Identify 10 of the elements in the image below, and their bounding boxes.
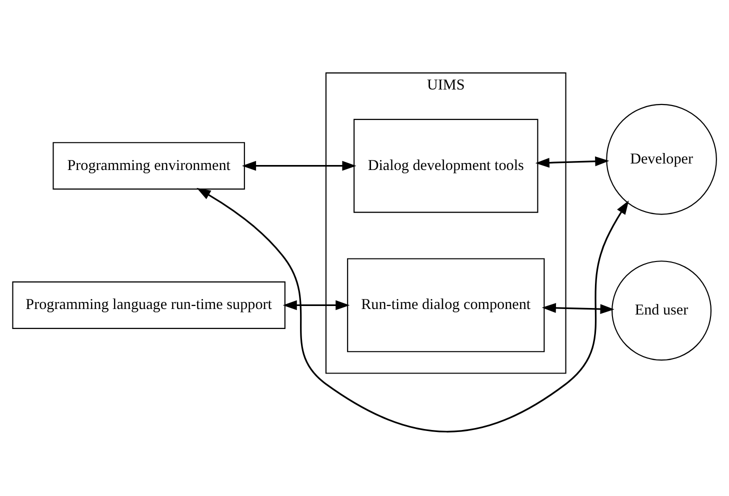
arrow [282,300,350,310]
arrow [242,160,356,171]
node-box: Dialog development tools [354,118,538,213]
node-box: Programming language run-time support [12,281,286,329]
node-box: Programming environment [52,142,245,190]
node-circle: End user [612,260,712,361]
arrow [196,188,629,432]
node-box: Run-time dialog component [347,258,545,352]
arrow [535,156,610,168]
arrow [542,303,614,314]
